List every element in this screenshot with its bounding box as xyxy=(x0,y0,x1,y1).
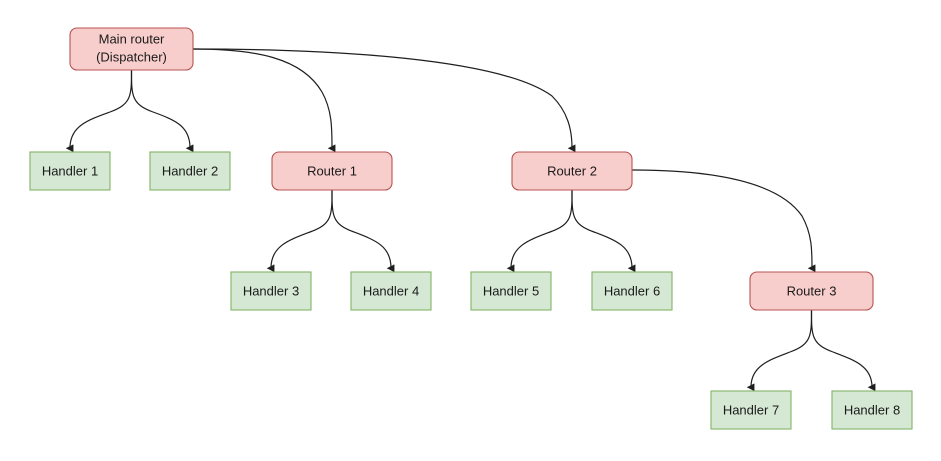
node-shape-handler-6 xyxy=(591,271,673,311)
node-shape-router-1 xyxy=(271,151,393,191)
node-handler-5[interactable]: Handler 5 xyxy=(470,271,552,311)
edge-router-2-to-router-3[interactable] xyxy=(631,169,816,273)
node-handler-8[interactable]: Handler 8 xyxy=(831,390,913,430)
edge-router-1-to-handler-3[interactable] xyxy=(266,189,333,273)
node-shape-handler-4 xyxy=(350,271,432,311)
node-handler-4[interactable]: Handler 4 xyxy=(350,271,432,311)
node-shape-handler-3 xyxy=(230,271,312,311)
edge-main-router-to-router-2[interactable] xyxy=(192,48,576,153)
edge-router-1-to-handler-4[interactable] xyxy=(331,189,395,273)
node-handler-2[interactable]: Handler 2 xyxy=(149,151,231,191)
node-main-router[interactable]: Main router(Dispatcher) xyxy=(69,27,194,71)
node-router-1[interactable]: Router 1 xyxy=(271,151,393,191)
node-router-3[interactable]: Router 3 xyxy=(749,271,874,311)
nodes-layer: Main router(Dispatcher) Handler 1 Handler … xyxy=(29,27,913,430)
node-shape-handler-2 xyxy=(149,151,231,191)
node-shape-handler-1 xyxy=(29,151,111,191)
node-shape-handler-7 xyxy=(710,390,792,430)
node-handler-3[interactable]: Handler 3 xyxy=(230,271,312,311)
node-shape-router-3 xyxy=(749,271,874,311)
node-handler-7[interactable]: Handler 7 xyxy=(710,390,792,430)
node-router-2[interactable]: Router 2 xyxy=(511,151,633,191)
edge-router-3-to-handler-8[interactable] xyxy=(810,309,876,392)
edge-router-2-to-handler-5[interactable] xyxy=(506,189,573,273)
node-shape-handler-8 xyxy=(831,390,913,430)
node-shape-main-router xyxy=(69,27,194,71)
node-shape-handler-5 xyxy=(470,271,552,311)
edges-layer xyxy=(65,48,876,392)
node-shape-router-2 xyxy=(511,151,633,191)
node-handler-1[interactable]: Handler 1 xyxy=(29,151,111,191)
edge-main-router-to-handler-1[interactable] xyxy=(65,69,133,153)
edge-router-3-to-handler-7[interactable] xyxy=(746,309,813,392)
edge-main-router-to-router-1[interactable] xyxy=(192,48,336,153)
edge-router-2-to-handler-6[interactable] xyxy=(571,189,636,273)
edge-main-router-to-handler-2[interactable] xyxy=(130,69,194,153)
node-handler-6[interactable]: Handler 6 xyxy=(591,271,673,311)
